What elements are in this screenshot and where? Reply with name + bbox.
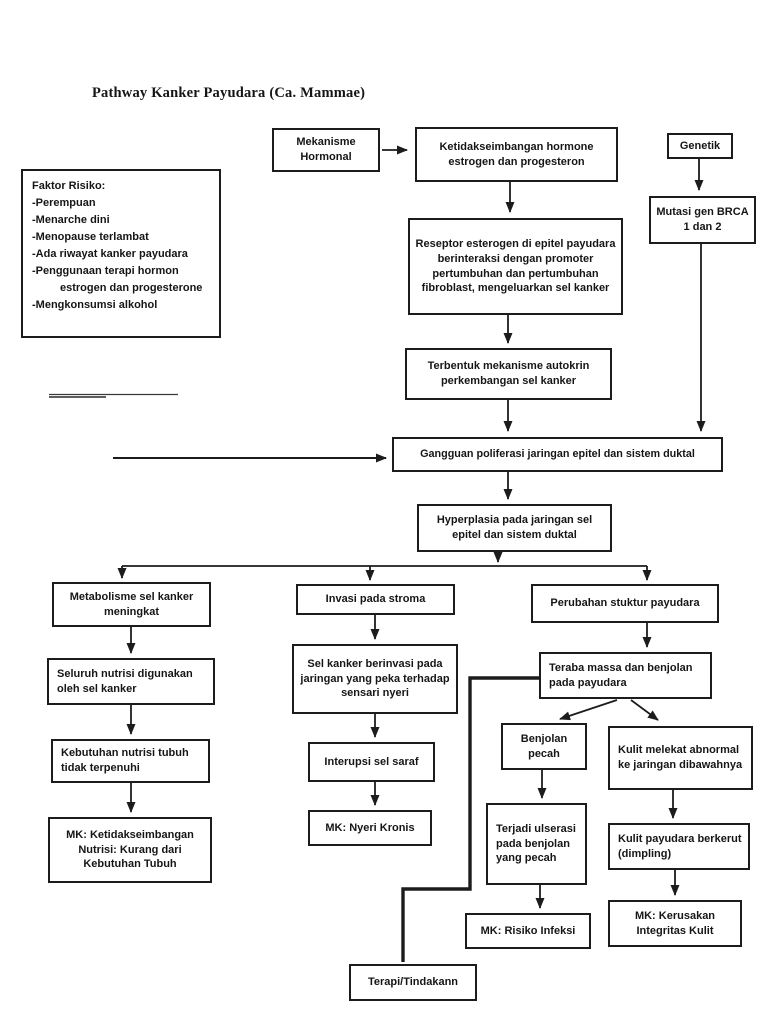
- node-kebutuhan-nutrisi: Kebutuhan nutrisi tubuh tidak terpenuhi: [51, 739, 210, 783]
- node-perubahan-struktur: Perubahan stuktur payudara: [531, 584, 719, 623]
- risk-factor-item: -Perempuan: [32, 197, 96, 210]
- page-title: Pathway Kanker Payudara (Ca. Mammae): [92, 85, 366, 101]
- node-mk-risiko-infeksi: MK: Risiko Infeksi: [465, 913, 591, 949]
- arrow-teraba-to-kulitmelekat: [630, 699, 659, 721]
- node-metabolisme-meningkat: Metabolisme sel kanker meningkat: [52, 582, 211, 627]
- node-mk-ketidakseimbangan-nutrisi: MK: Ketidakseimbangan Nutrisi: Kurang da…: [48, 817, 212, 883]
- node-gangguan-poliferasi: Gangguan poliferasi jaringan epitel dan …: [392, 437, 723, 472]
- risk-factor-item: -Menopause terlambat: [32, 231, 149, 244]
- connector-teraba-to-terapi: [401, 676, 539, 962]
- node-invasi-stroma: Invasi pada stroma: [296, 584, 455, 615]
- node-hyperplasia: Hyperplasia pada jaringan sel epitel dan…: [417, 504, 612, 552]
- node-mekanisme-hormonal: Mekanisme Hormonal: [272, 128, 380, 172]
- risk-factors-heading: Faktor Risiko:: [32, 180, 106, 192]
- node-kulit-melekat: Kulit melekat abnormal ke jaringan dibaw…: [608, 726, 753, 790]
- node-benjolan-pecah: Benjolan pecah: [501, 723, 587, 770]
- node-genetik: Genetik: [667, 133, 733, 159]
- node-ketidakseimbangan-hormon: Ketidakseimbangan hormone estrogen dan p…: [415, 127, 618, 182]
- risk-factors-box: Faktor Risiko: -Perempuan -Menarche dini…: [21, 169, 221, 338]
- node-interupsi-saraf: Interupsi sel saraf: [308, 742, 435, 782]
- node-reseptor-estrogen: Reseptor esterogen di epitel payudara be…: [408, 218, 623, 315]
- risk-factor-item: -Ada riwayat kanker payudara: [32, 248, 188, 261]
- node-terjadi-ulserasi: Terjadi ulserasi pada benjolan yang peca…: [486, 803, 587, 885]
- node-teraba-massa: Teraba massa dan benjolan pada payudara: [539, 652, 712, 699]
- node-terapi-tindakan: Terapi/Tindakann: [349, 964, 477, 1001]
- risk-factor-item: estrogen dan progesterone: [60, 282, 203, 295]
- node-terbentuk-autokrin: Terbentuk mekanisme autokrin perkembanga…: [405, 348, 612, 400]
- node-mutasi-gen-brca: Mutasi gen BRCA 1 dan 2: [649, 196, 756, 244]
- risk-factor-item: -Penggunaan terapi hormon: [32, 265, 179, 278]
- node-mk-nyeri-kronis: MK: Nyeri Kronis: [308, 810, 432, 846]
- node-mk-kerusakan-integritas: MK: Kerusakan Integritas Kulit: [608, 900, 742, 947]
- risk-factor-item: -Menarche dini: [32, 214, 110, 227]
- arrow-teraba-to-benjolan: [559, 699, 618, 721]
- node-seluruh-nutrisi: Seluruh nutrisi digunakan oleh sel kanke…: [47, 658, 215, 705]
- risk-factor-item: -Mengkonsumsi alkohol: [32, 299, 158, 312]
- node-sel-kanker-berinvasi: Sel kanker berinvasi pada jaringan yang …: [292, 644, 458, 714]
- node-kulit-payudara-berkerut: Kulit payudara berkerut (dimpling): [608, 823, 750, 870]
